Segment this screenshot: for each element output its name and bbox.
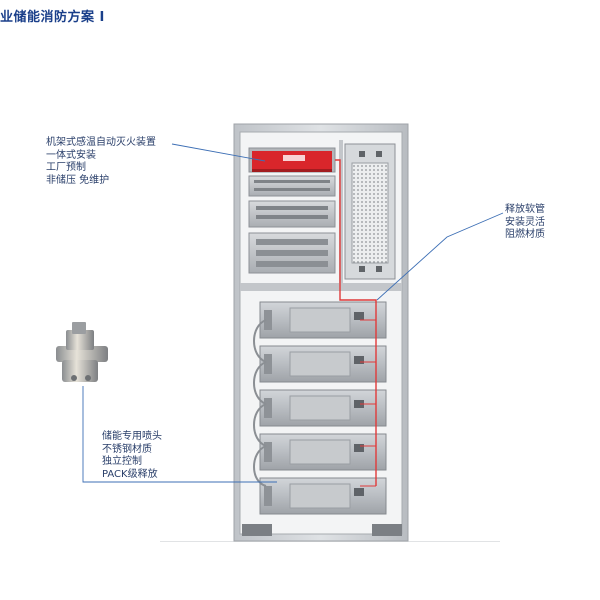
nozzle-image <box>56 322 108 382</box>
callout-fire-device: 机架式感温自动灭火装置 一体式安装 工厂预制 非储压 免维护 <box>46 137 156 187</box>
hose-branch <box>360 319 376 487</box>
battery-modules <box>259 301 387 515</box>
callout-line: 工厂预制 <box>46 162 86 173</box>
callout-line: 非储压 免维护 <box>46 174 110 186</box>
callout-line: 一体式安装 <box>46 149 96 161</box>
callout-release-hose: 释放软管 安装灵活 阻燃材质 <box>505 204 545 242</box>
rack-unit <box>248 232 336 274</box>
battery-module <box>259 433 387 471</box>
callout-line: 机架式感温自动灭火装置 <box>46 137 156 148</box>
cable-loop <box>253 319 267 487</box>
fire-suppression-device <box>248 147 336 173</box>
callout-line: 释放软管 <box>505 204 545 215</box>
perforated-door <box>344 143 396 280</box>
rack-unit <box>248 200 336 228</box>
callout-line: 阻燃材质 <box>505 229 545 240</box>
rack-unit <box>248 175 336 197</box>
callout-line: 安装灵活 <box>505 216 545 228</box>
battery-module <box>259 389 387 427</box>
page-title: 业储能消防方案 I <box>0 10 105 25</box>
battery-module <box>259 345 387 383</box>
battery-module <box>259 477 387 515</box>
